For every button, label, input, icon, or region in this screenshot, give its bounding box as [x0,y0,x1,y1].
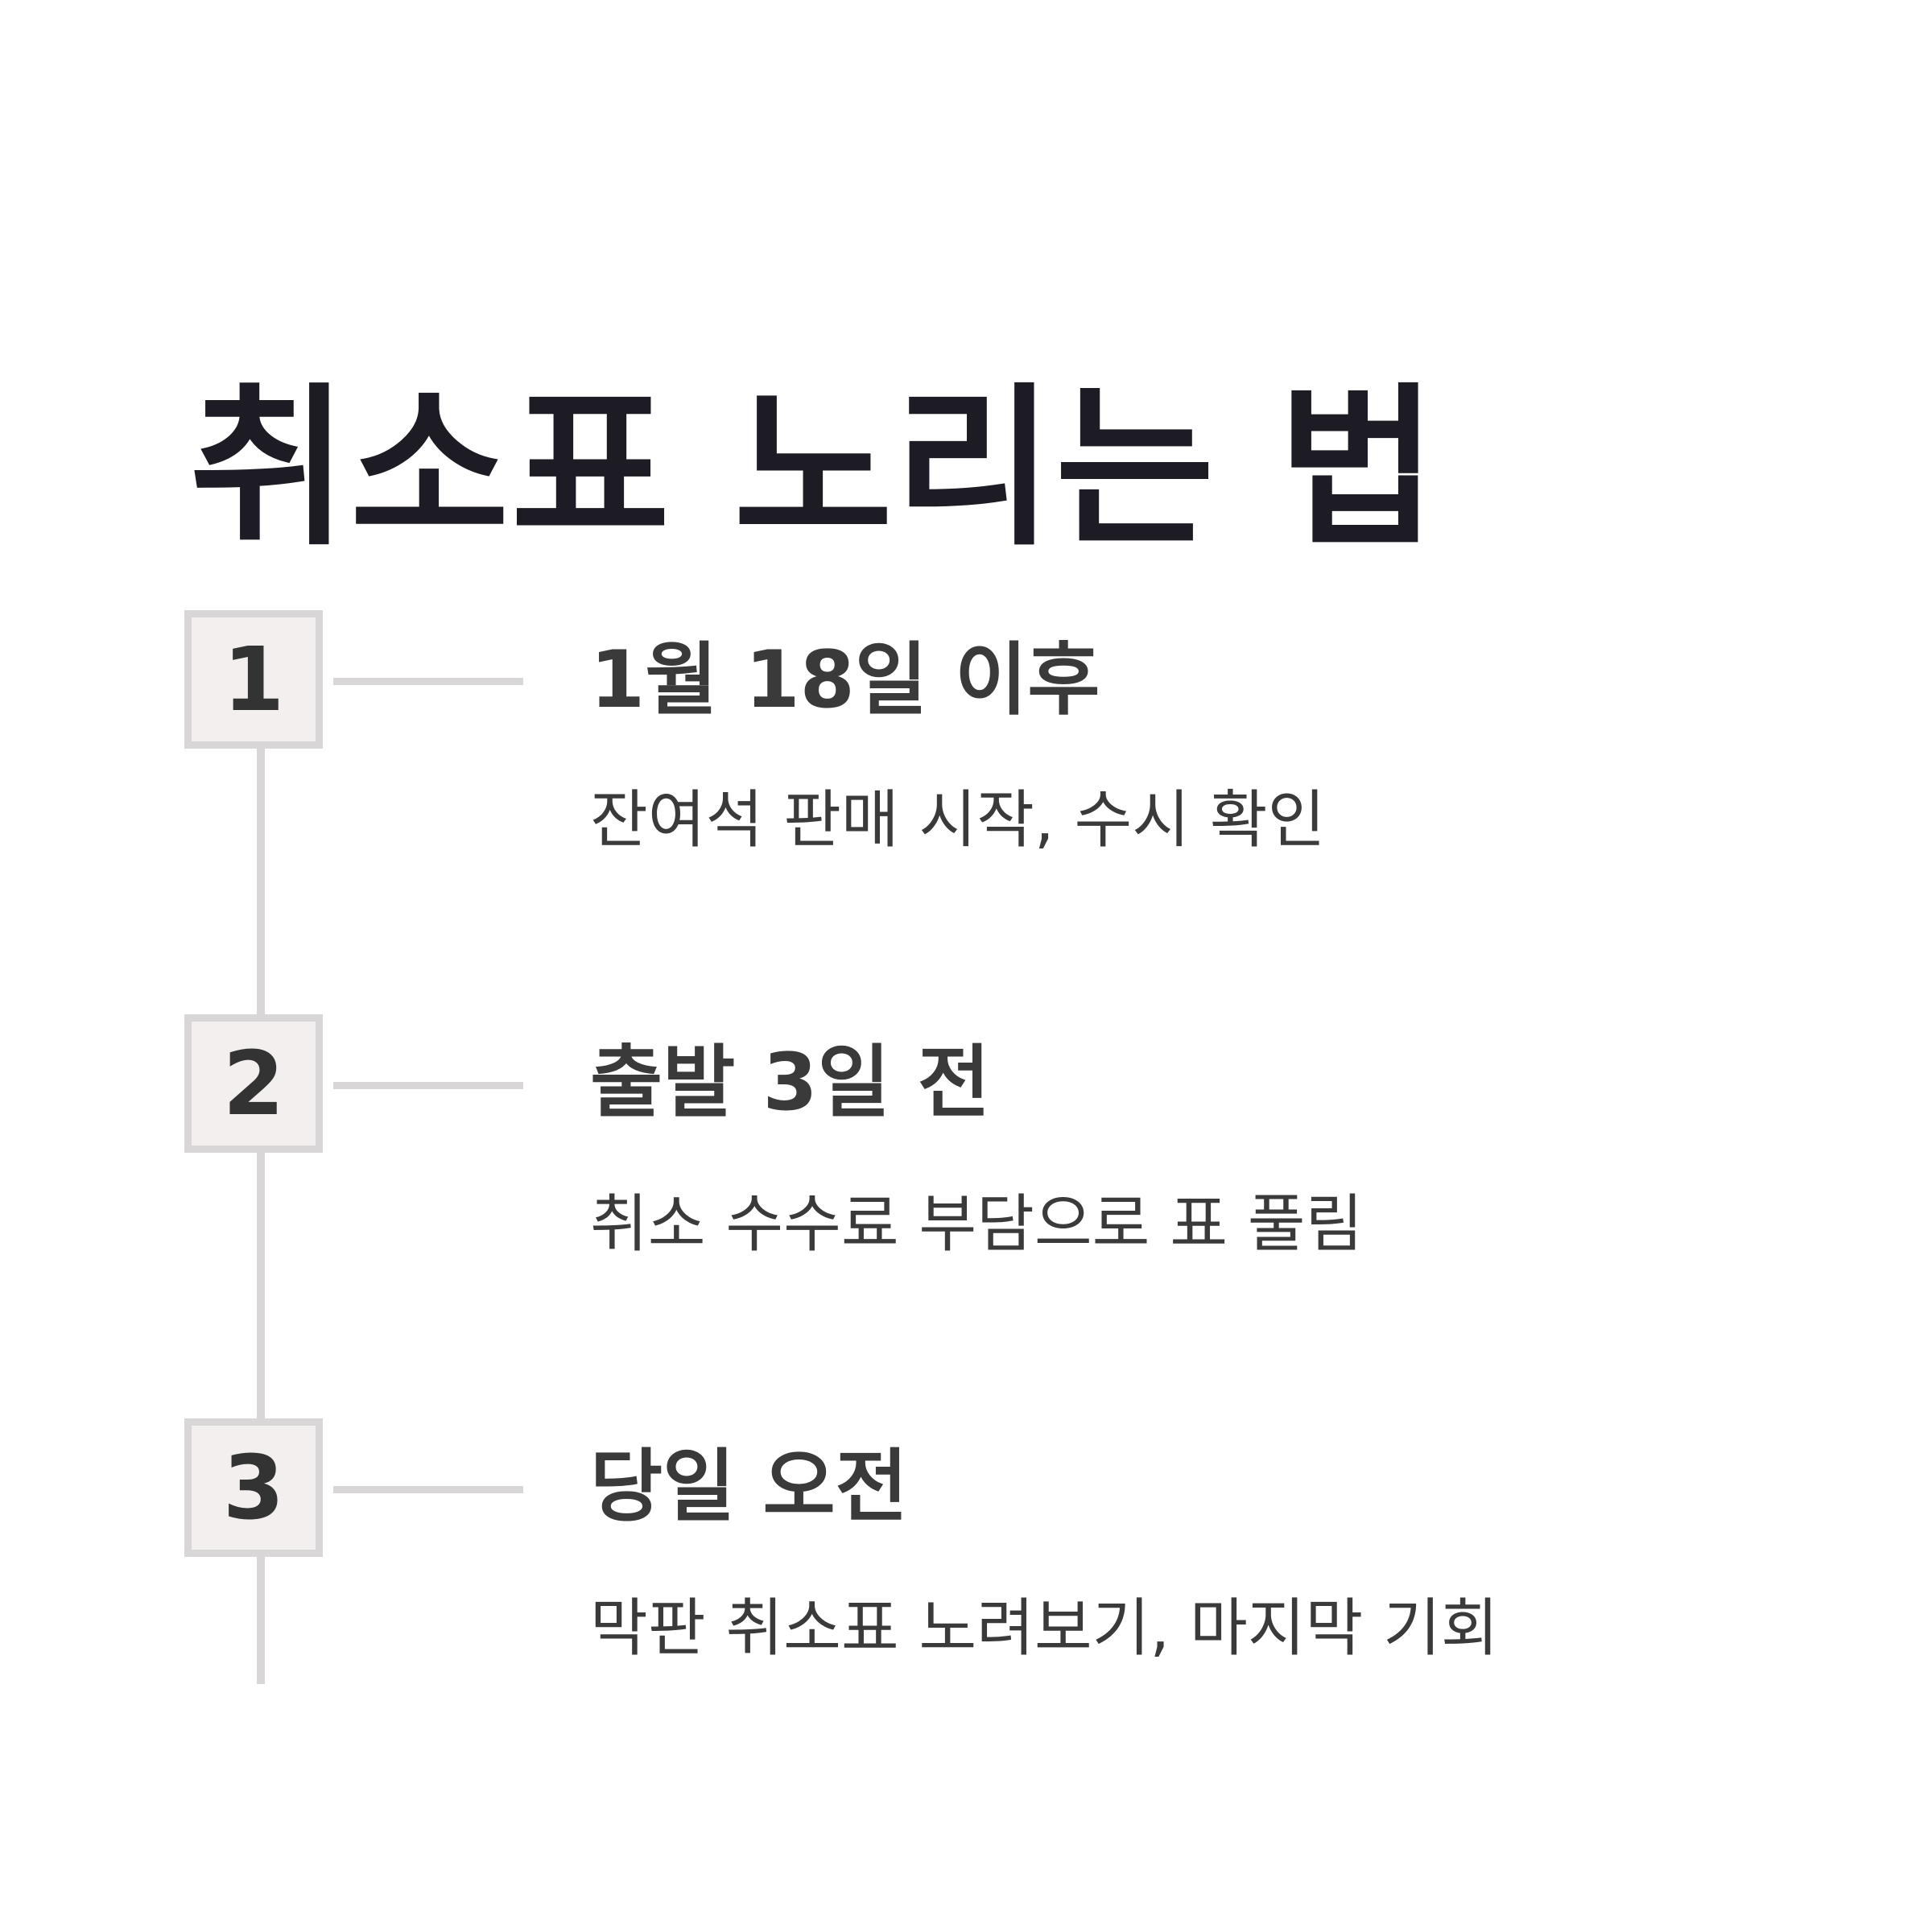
step-connector [333,1486,523,1493]
step-heading: 당일 오전 [590,1441,908,1533]
step-number: 2 [222,1032,285,1135]
step-number: 1 [222,628,285,731]
step-number-box: 3 [184,1418,323,1557]
step-connector [333,1082,523,1089]
step-description: 막판 취소표 노려보기, 마지막 기회 [590,1592,1499,1665]
timeline-connector [257,747,265,1018]
step-number-box: 1 [184,610,323,749]
step-description: 취소 수수료 부담으로 표 풀림 [590,1188,1364,1261]
step-connector [333,678,523,685]
step-number-box: 2 [184,1014,323,1153]
step-number: 3 [222,1436,285,1539]
step-heading: 1월 18일 이후 [590,634,1100,726]
timeline-connector [257,1151,265,1422]
page-title: 취소표 노리는 법 [189,367,1439,570]
step-description: 잔여석 판매 시작, 수시 확인 [590,784,1326,857]
step-heading: 출발 3일 전 [590,1037,991,1129]
timeline-connector [257,1555,265,1684]
